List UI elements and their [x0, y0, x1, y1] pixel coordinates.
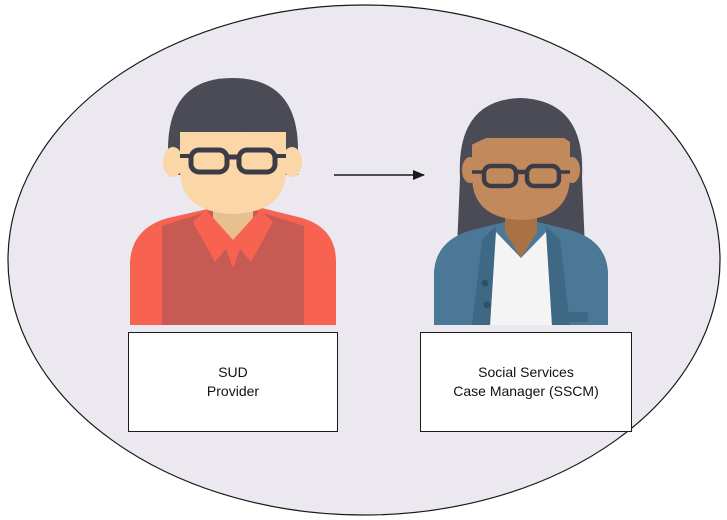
- sscm-label-line-1: Social Services: [478, 364, 574, 380]
- sscm-label-line-2: Case Manager (SSCM): [453, 383, 599, 399]
- sud-provider-label-line-2: Provider: [206, 383, 260, 399]
- male-avatar-icon: [130, 78, 336, 325]
- group-ellipse: [7, 4, 721, 516]
- sud-provider-label-line-1: SUD: [218, 364, 248, 380]
- sud-provider-label-box: SUD Provider: [128, 332, 338, 432]
- female-avatar-icon: [434, 98, 608, 325]
- sscm-label-box: Social Services Case Manager (SSCM): [420, 332, 632, 432]
